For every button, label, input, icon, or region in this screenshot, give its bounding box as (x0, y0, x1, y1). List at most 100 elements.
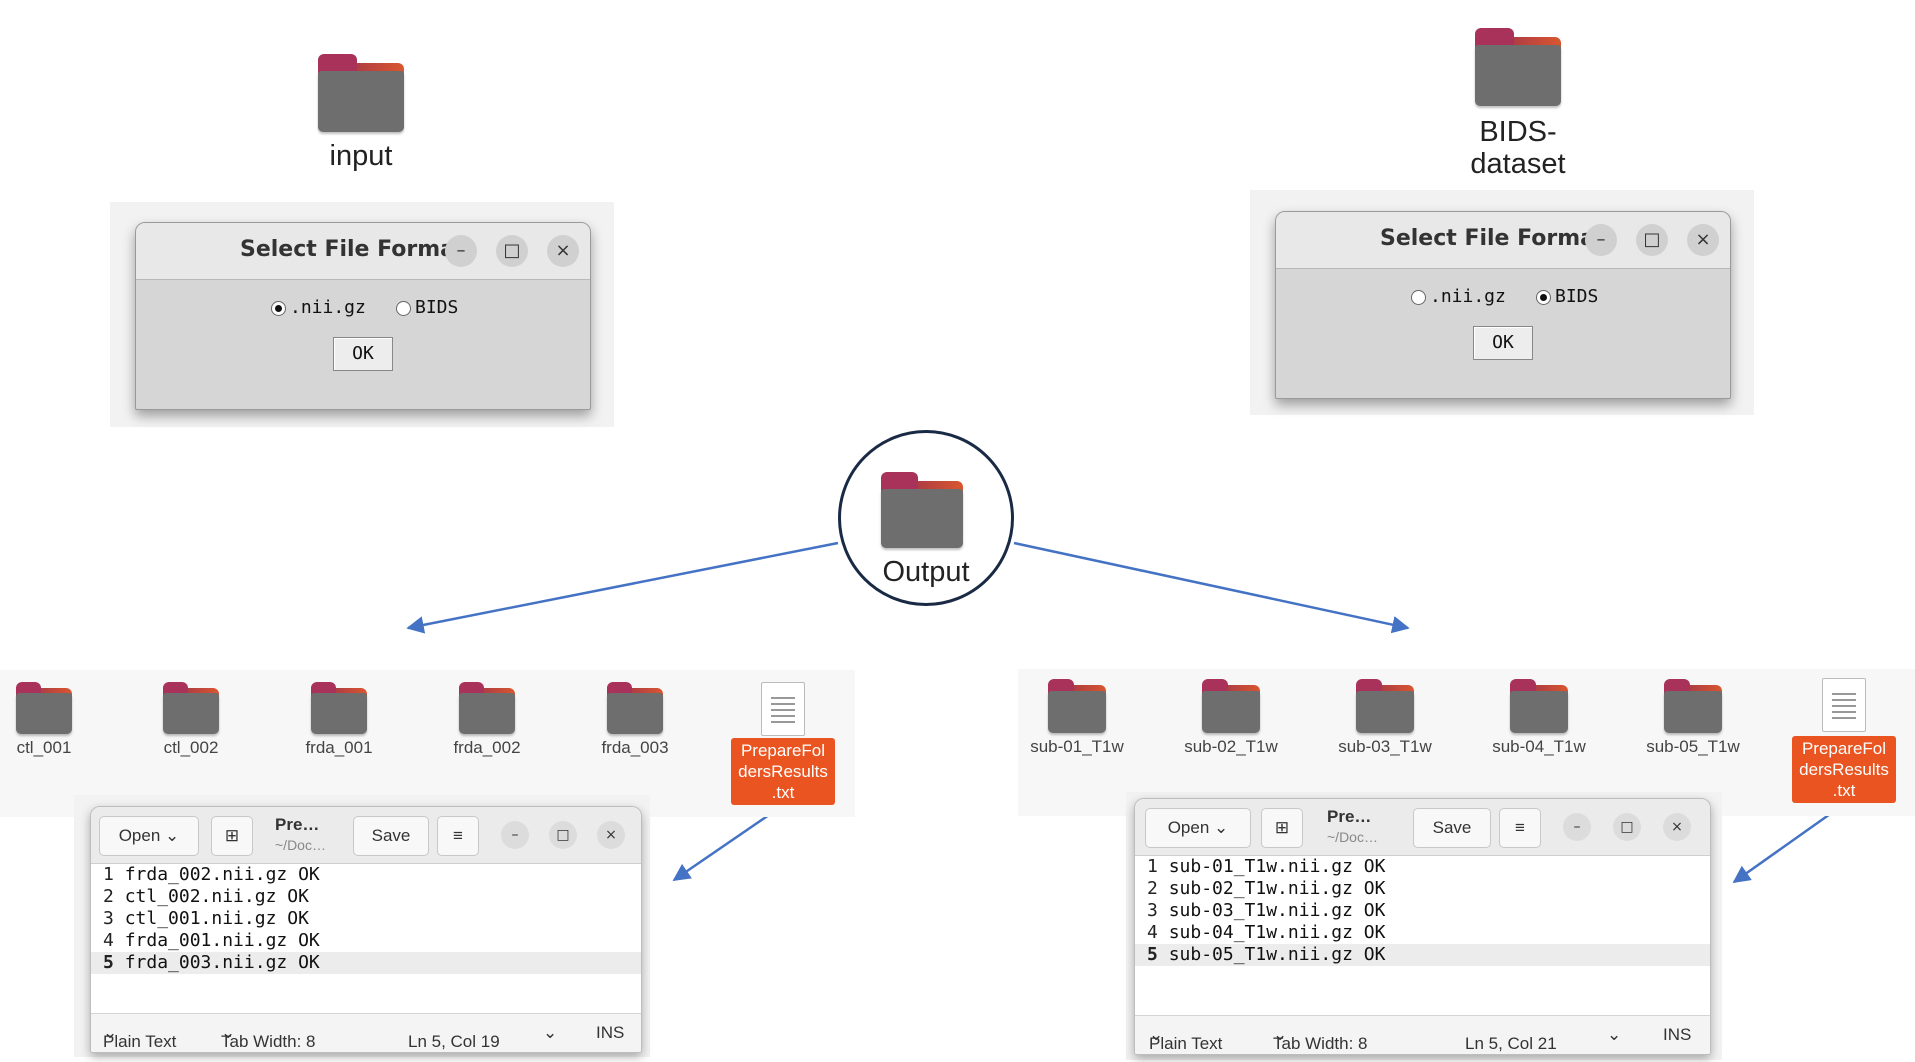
input-folder-icon[interactable] (318, 54, 404, 132)
line-number: 4 (103, 930, 125, 951)
language-mode-dropdown[interactable]: Plain Text ⌄ (103, 1023, 177, 1051)
maximize-button[interactable]: □ (1636, 224, 1668, 256)
editor-title: Pre… (275, 815, 320, 834)
output-highlight-circle (838, 430, 1014, 606)
folder-label: ctl_001 (16, 738, 72, 757)
radio-nii-gz[interactable]: .nii.gz (271, 297, 366, 318)
folder-icon-sub-02[interactable] (1202, 679, 1260, 733)
line-text: frda_002.nii.gz OK (124, 864, 320, 885)
editor-line[interactable]: 3 ctl_001.nii.gz OK (91, 908, 641, 930)
editor-title: Pre… (1327, 807, 1372, 826)
language-mode-dropdown[interactable]: Plain Text ⌄ (1149, 1025, 1223, 1053)
folder-icon-sub-05[interactable] (1664, 679, 1722, 733)
editor-line[interactable]: 1 frda_002.nii.gz OK (91, 864, 641, 886)
ok-button[interactable]: OK (1473, 326, 1533, 360)
minimize-button[interactable]: – (445, 235, 477, 267)
arrow-icon (406, 541, 839, 634)
editor-statusbar: Plain Text ⌄ Tab Width: 8 ⌄ Ln 5, Col 19… (91, 1013, 641, 1052)
editor-line[interactable]: 5 sub-05_T1w.nii.gz OK (1135, 944, 1710, 966)
text-file-icon[interactable] (761, 682, 805, 736)
bids-folder-label-line2: dataset (1470, 148, 1566, 180)
radio-selected-icon[interactable] (1536, 289, 1551, 305)
new-tab-icon[interactable]: ⊞ (1261, 808, 1303, 848)
line-text: sub-01_T1w.nii.gz OK (1168, 856, 1386, 877)
maximize-button[interactable]: □ (549, 821, 577, 849)
chevron-down-icon: ⌄ (165, 826, 180, 845)
dialog-title: Select File Format (240, 237, 466, 262)
minimize-button[interactable]: – (501, 821, 529, 849)
dialog-title: Select File Format (1380, 226, 1606, 251)
line-text: sub-02_T1w.nii.gz OK (1168, 878, 1386, 899)
folder-label: frda_003 (601, 738, 669, 757)
editor-line[interactable]: 5 frda_003.nii.gz OK (91, 952, 641, 974)
tab-width-dropdown[interactable]: Tab Width: 8 ⌄ (221, 1023, 316, 1051)
folder-label: sub-01_T1w (1030, 737, 1124, 756)
folder-label: sub-02_T1w (1184, 737, 1278, 756)
text-editor-window-left: Open ⌄ ⊞ Pre… ~/Doc… Save ≡ – □ × 1 frda… (90, 806, 642, 1053)
selected-file-label[interactable]: PrepareFol dersResults .txt (1792, 736, 1896, 803)
maximize-button[interactable]: □ (496, 235, 528, 267)
folder-icon-ctl-001[interactable] (16, 682, 72, 734)
radio-selected-icon[interactable] (271, 300, 286, 316)
folder-label: frda_002 (453, 738, 521, 757)
editor-statusbar: Plain Text ⌄ Tab Width: 8 ⌄ Ln 5, Col 21… (1135, 1015, 1710, 1054)
folder-icon-frda-001[interactable] (311, 682, 367, 734)
text-editor-window-right: Open ⌄ ⊞ Pre… ~/Doc… Save ≡ – □ × 1 sub-… (1134, 798, 1711, 1055)
editor-headerbar: Open ⌄ ⊞ Pre… ~/Doc… Save ≡ – □ × (1135, 799, 1710, 856)
folder-icon-frda-002[interactable] (459, 682, 515, 734)
folder-icon-ctl-002[interactable] (163, 682, 219, 734)
line-number: 1 (103, 864, 125, 885)
hamburger-menu-icon[interactable]: ≡ (437, 816, 479, 856)
tab-width-dropdown[interactable]: Tab Width: 8 ⌄ (1273, 1025, 1368, 1053)
editor-line[interactable]: 4 sub-04_T1w.nii.gz OK (1135, 922, 1710, 944)
minimize-button[interactable]: – (1585, 224, 1617, 256)
maximize-button[interactable]: □ (1613, 813, 1641, 841)
insert-mode: INS (1663, 1025, 1692, 1044)
editor-line[interactable]: 2 ctl_002.nii.gz OK (91, 886, 641, 908)
radio-nii-gz[interactable]: .nii.gz (1411, 286, 1506, 307)
close-button[interactable]: × (1663, 813, 1691, 841)
folder-icon-sub-03[interactable] (1356, 679, 1414, 733)
line-number: 2 (1147, 878, 1169, 899)
select-format-dialog-right: Select File Format – □ × .nii.gz BIDS OK (1275, 211, 1731, 399)
hamburger-menu-icon[interactable]: ≡ (1499, 808, 1541, 848)
editor-subtitle: ~/Doc… (275, 837, 326, 853)
bids-dataset-folder-icon[interactable] (1475, 28, 1561, 106)
bids-folder-label-line1: BIDS- (1479, 116, 1557, 148)
insert-mode: INS (596, 1023, 625, 1042)
close-button[interactable]: × (597, 821, 625, 849)
line-text: sub-04_T1w.nii.gz OK (1168, 922, 1386, 943)
new-tab-icon[interactable]: ⊞ (211, 816, 253, 856)
radio-unselected-icon[interactable] (1411, 289, 1426, 305)
folder-icon-sub-01[interactable] (1048, 679, 1106, 733)
radio-bids[interactable]: BIDS (1536, 286, 1598, 307)
radio-bids[interactable]: BIDS (396, 297, 458, 318)
selected-file-label[interactable]: PrepareFol dersResults .txt (731, 738, 835, 805)
editor-line[interactable]: 1 sub-01_T1w.nii.gz OK (1135, 856, 1710, 878)
editor-line[interactable]: 3 sub-03_T1w.nii.gz OK (1135, 900, 1710, 922)
close-button[interactable]: × (547, 235, 579, 267)
folder-label: frda_001 (305, 738, 373, 757)
folder-icon-frda-003[interactable] (607, 682, 663, 734)
chevron-down-icon[interactable]: ⌄ (1607, 1025, 1622, 1044)
output-folder-icon[interactable] (881, 472, 963, 548)
editor-line[interactable]: 2 sub-02_T1w.nii.gz OK (1135, 878, 1710, 900)
close-button[interactable]: × (1687, 224, 1719, 256)
editor-line[interactable]: 4 frda_001.nii.gz OK (91, 930, 641, 952)
chevron-down-icon[interactable]: ⌄ (543, 1023, 558, 1042)
line-number: 5 (103, 952, 125, 973)
folder-label: ctl_002 (163, 738, 219, 757)
open-button[interactable]: Open ⌄ (1145, 808, 1251, 848)
radio-unselected-icon[interactable] (396, 300, 411, 316)
text-file-icon[interactable] (1822, 678, 1866, 732)
folder-icon-sub-04[interactable] (1510, 679, 1568, 733)
minimize-button[interactable]: – (1563, 813, 1591, 841)
open-button[interactable]: Open ⌄ (99, 816, 199, 856)
save-button[interactable]: Save (353, 816, 429, 856)
ok-button[interactable]: OK (333, 337, 393, 371)
editor-subtitle: ~/Doc… (1327, 829, 1378, 845)
output-folder-label: Output (882, 556, 970, 588)
save-button[interactable]: Save (1413, 808, 1491, 848)
